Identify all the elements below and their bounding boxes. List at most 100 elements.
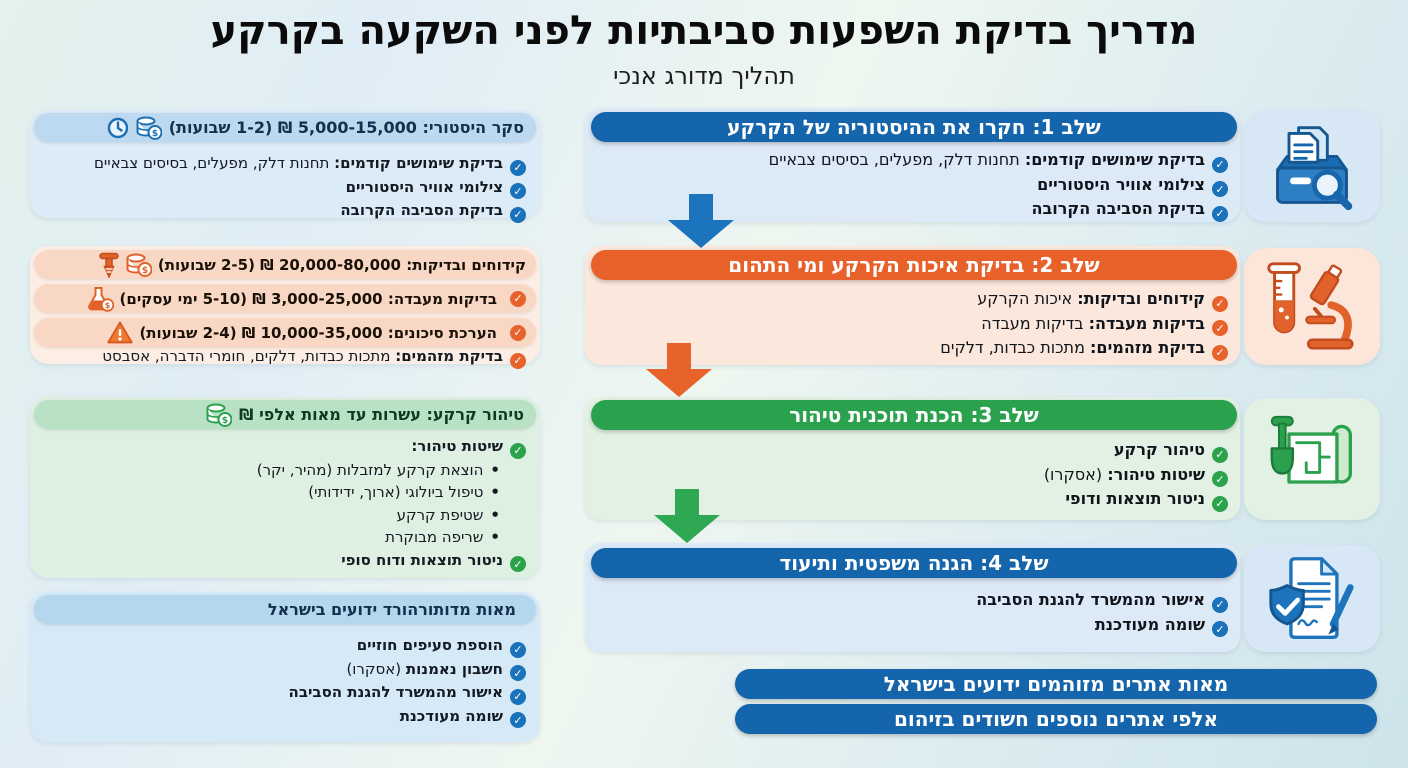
item-bold: בדיקת מזהמים: [395, 347, 503, 365]
testing-costs-box: קידוחים ובדיקות: 20,000-80,000 ₪ (2-5 שב… [30, 246, 540, 369]
check-icon [1212, 621, 1228, 637]
checklist-item: ניטור תוצאות ודופי [600, 487, 1228, 512]
checklist-item: שיטות טיהור: [44, 435, 526, 459]
bullet-item: טיפול ביולוגי (ארוך, ידידותי) [44, 481, 526, 504]
stage-2-header-label: שלב 2: בדיקת איכות הקרקע ומי התהום [728, 253, 1100, 277]
item-bold: חשבון נאמנות [405, 659, 503, 678]
stage-1-icon-card [1244, 110, 1380, 222]
remediation-items: שיטות טיהור: הוצאת קרקע למזבלות (מהיר, י… [44, 435, 526, 572]
check-icon [1212, 446, 1228, 463]
svg-text:$: $ [104, 301, 110, 310]
item-bold: בדיקת הסביבה הקרובה [340, 201, 503, 219]
item-bold: אישור מהמשרד להגנת הסביבה [976, 590, 1205, 609]
item-bold: צילומי אוויר היסטוריים [345, 177, 503, 196]
checklist-item: צילומי אוויר היסטוריים [44, 176, 526, 199]
item-bold: בדיקת הסביבה הקרובה [1031, 199, 1205, 218]
item-bold: ניטור תוצאות ודופי [1065, 489, 1205, 508]
test-tube-microscope-icon [1267, 261, 1354, 349]
check-icon [510, 206, 526, 223]
arrow-down-icon [646, 343, 712, 397]
arrow-down-icon [668, 194, 734, 248]
coins-icon: $ [126, 253, 152, 277]
item-rest: בדיקות מעבדה [981, 313, 1089, 333]
svg-text:$: $ [152, 128, 158, 138]
check-icon [510, 159, 526, 176]
check-icon [1212, 320, 1228, 336]
check-icon [1212, 596, 1228, 613]
legal-protection-header: מאות מדותורהורד ידועים בישראל [34, 595, 536, 624]
item-rest: מתכות כבדות, דלקים [940, 338, 1091, 357]
clock-icon [107, 117, 129, 139]
item-bold: בדיקות מעבדה: [1088, 313, 1205, 333]
check-icon [1212, 181, 1228, 197]
shield-document-icon [1269, 556, 1354, 639]
check-icon [1212, 344, 1228, 361]
item-bold: אישור מהמשרד להגנת הסביבה [288, 683, 503, 701]
bullet-label: טיפול ביולוגי (ארוך, ידידותי) [308, 483, 500, 501]
checklist-item: בדיקות מעבדה: בדיקות מעבדה [600, 312, 1228, 336]
check-icon [510, 442, 526, 459]
stage-1-checklist: בדיקת שימושים קודמים: תחנות דלק, מפעלים,… [600, 148, 1228, 222]
item-rest: (אסקרו) [1043, 464, 1108, 484]
checklist-item: בדיקת שימושים קודמים: תחנות דלק, מפעלים,… [600, 148, 1228, 173]
page-subtitle: תהליך מדורג אנכי [613, 62, 795, 90]
arrow-down-icon [654, 489, 720, 543]
check-icon [510, 556, 526, 572]
row-label: קידוחים ובדיקות: 20,000-80,000 ₪ (2-5 שב… [157, 255, 526, 274]
stage-3-header-label: שלב 3: הכנת תוכנית טיהור [789, 403, 1039, 427]
checklist-item: בדיקת הסביבה הקרובה [600, 197, 1228, 222]
check-icon [510, 324, 526, 341]
item-rest: איכות הקרקע [977, 289, 1078, 308]
risk-assessment-row: הערכת סיכונים: 10,000-35,000 ₪ (2-4 שבוע… [34, 318, 536, 347]
checklist-item: טיהור קרקע [600, 438, 1228, 463]
drilling-cost-row: קידוחים ובדיקות: 20,000-80,000 ₪ (2-5 שב… [34, 250, 536, 279]
svg-text:$: $ [222, 415, 228, 425]
item-bold: בדיקת מזהמים: [1090, 338, 1205, 357]
item-rest: מתכות כבדות, דלקים, חומרי הדברה, אסבסט [102, 347, 396, 365]
checklist-item: שומה מעודכנת [600, 613, 1228, 637]
item-rest: (אסקרו) [346, 659, 406, 678]
row-label: בדיקות מעבדה: 3,000-25,000 ₪ (5-10 ימי ע… [119, 289, 497, 308]
checklist-item: הוספת סעיפים חוזיים [44, 634, 526, 658]
check-icon [510, 183, 526, 199]
checklist-item: קידוחים ובדיקות: איכות הקרקע [600, 287, 1228, 312]
item-bold: שיטות טיהור: [411, 437, 503, 455]
checklist-item: אישור מהמשרד להגנת הסביבה [600, 588, 1228, 613]
archive-search-icon [1276, 126, 1353, 211]
stage-3-header: שלב 3: הכנת תוכנית טיהור [591, 400, 1237, 430]
item-bold: שומה מעודכנת [1094, 614, 1205, 634]
flow-arrow-2 [646, 343, 712, 397]
stage-2-checklist: קידוחים ובדיקות: איכות הקרקע בדיקות מעבד… [600, 287, 1228, 361]
legal-protection-header-label: מאות מדותורהורד ידועים בישראל [267, 600, 516, 619]
check-icon [510, 712, 526, 728]
item-bold: שומה מעודכנת [399, 706, 503, 725]
shovel-blueprint-icon [1270, 415, 1353, 484]
page-title: מדריך בדיקת השפעות סביבתיות לפני השקעה ב… [210, 8, 1198, 54]
stage-4-header: שלב 4: הגנה משפטית ותיעוד [591, 548, 1237, 578]
check-icon [1212, 495, 1228, 512]
checklist-item: אישור מהמשרד להגנת הסביבה [44, 681, 526, 705]
checklist-item: ניטור תוצאות ודוח סופי [44, 549, 526, 572]
svg-text:$: $ [142, 265, 148, 275]
checklist-item: שיטות טיהור: (אסקרו) [600, 463, 1228, 487]
checklist-item: בדיקת שימושים קודמים: תחנות דלק, מפעלים,… [44, 152, 526, 176]
bullet-item: שטיפת קרקע [44, 504, 526, 527]
known-sites-banner: מאות אתרים מזוהמים ידועים בישראל [735, 669, 1377, 699]
check-icon [510, 641, 526, 658]
item-bold: בדיקת שימושים קודמים: [334, 154, 503, 172]
flow-arrow-3 [654, 489, 720, 543]
historic-survey-header-label: סקר היסטורי: 5,000-15,000 ₪ (1-2 שבועות) [168, 118, 524, 137]
coins-icon: $ [206, 403, 233, 427]
check-icon [510, 688, 526, 705]
check-icon [1212, 471, 1228, 487]
remediation-box: טיהור קרקע: עשרות עד מאות אלפי ₪ $ שיטות… [30, 397, 540, 578]
stage-3-checklist: טיהור קרקע שיטות טיהור: (אסקרו) ניטור תו… [600, 438, 1228, 512]
bullet-label: הוצאת קרקע למזבלות (מהיר, יקר) [257, 461, 500, 479]
remediation-header-label: טיהור קרקע: עשרות עד מאות אלפי ₪ [239, 405, 524, 424]
item-bold: שיטות טיהור: [1107, 464, 1205, 484]
stage-2-icon-card [1244, 248, 1380, 365]
stage-4-icon-card [1244, 545, 1380, 652]
lab-cost-row: בדיקות מעבדה: 3,000-25,000 ₪ (5-10 ימי ע… [34, 284, 536, 313]
suspected-sites-banner-label: אלפי אתרים נוספים חשודים בזיהום [893, 707, 1219, 731]
